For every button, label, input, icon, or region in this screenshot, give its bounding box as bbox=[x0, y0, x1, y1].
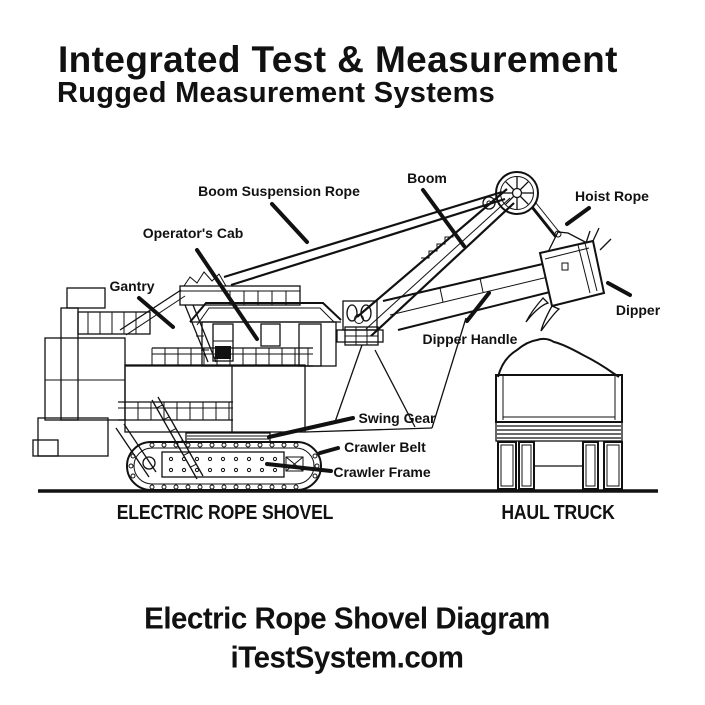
label-hoist-rope: Hoist Rope bbox=[575, 188, 649, 204]
hoist-rope-leader bbox=[565, 206, 591, 226]
label-dipper-handle: Dipper Handle bbox=[422, 331, 518, 347]
haul-truck-drawing bbox=[495, 337, 623, 490]
sheave-wheel bbox=[482, 171, 539, 215]
hoist-rope-line bbox=[530, 202, 590, 251]
label-crawler-frame: Crawler Frame bbox=[333, 464, 431, 480]
caption-haul-truck: HAUL TRUCK bbox=[501, 502, 615, 524]
boom-suspension-ropes bbox=[223, 190, 506, 287]
boom-suspension-rope-leader bbox=[270, 202, 309, 244]
operators-cab-leader bbox=[195, 248, 259, 341]
machinery-house bbox=[118, 302, 467, 433]
page-title: Integrated Test & Measurement bbox=[58, 39, 618, 80]
footer-diagram-title: Electric Rope Shovel Diagram bbox=[144, 600, 550, 636]
label-dipper: Dipper bbox=[615, 302, 661, 318]
boom-structure bbox=[336, 188, 515, 346]
rear-machinery-structure bbox=[32, 287, 151, 457]
label-boom: Boom bbox=[407, 170, 447, 186]
label-boom-suspension-rope: Boom Suspension Rope bbox=[198, 183, 360, 199]
swing-gear-stack bbox=[185, 432, 271, 443]
label-crawler-belt: Crawler Belt bbox=[344, 439, 426, 455]
label-gantry: Gantry bbox=[109, 278, 155, 294]
label-operators-cab: Operator's Cab bbox=[142, 225, 244, 241]
dipper-leader bbox=[606, 281, 632, 297]
swing-gear-leader bbox=[267, 416, 355, 439]
dipper-handle-leader bbox=[465, 291, 491, 323]
crawler-track bbox=[126, 441, 322, 491]
caption-electric-rope-shovel: ELECTRIC ROPE SHOVEL bbox=[116, 502, 334, 524]
leader-lines bbox=[137, 188, 632, 473]
crawler-frame-leader bbox=[265, 462, 333, 473]
footer-website: iTestSystem.com bbox=[230, 639, 464, 675]
gantry-leader bbox=[137, 296, 175, 329]
crawler-belt-leader bbox=[318, 446, 340, 455]
boom-leader bbox=[421, 188, 466, 248]
dipper-shape bbox=[525, 227, 612, 332]
page-subtitle: Rugged Measurement Systems bbox=[57, 77, 496, 109]
label-swing-gear: Swing Gear bbox=[358, 410, 436, 426]
